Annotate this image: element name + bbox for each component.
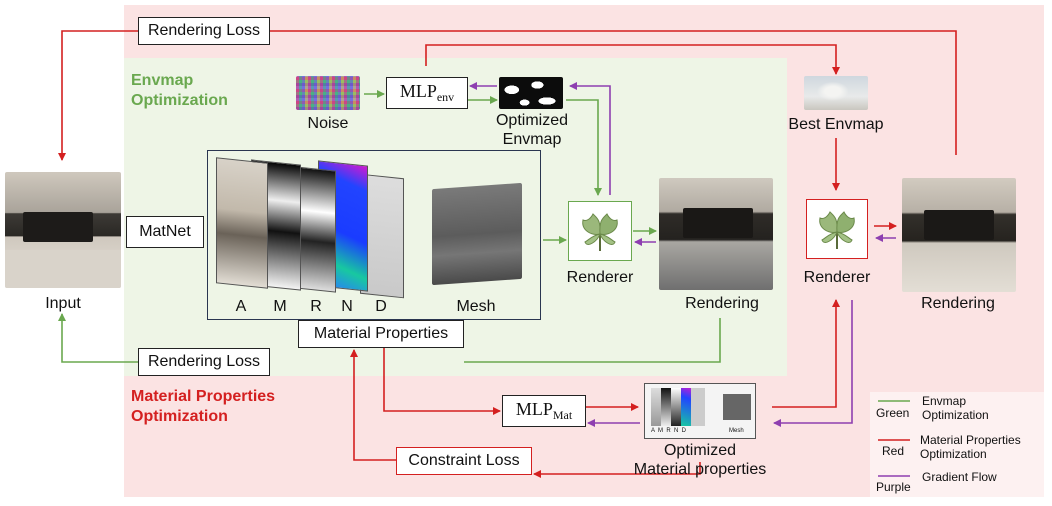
matnet-box: MatNet [126,216,204,248]
optimized-envmap-line-1: Optimized [495,112,569,129]
layer-r-label: R [310,298,322,315]
mlp-mat-sub: Mat [552,408,573,422]
rendering-loss-top-label: Rendering Loss [147,22,261,39]
mlp-env-label: MLPenv [400,81,454,105]
noise-image [296,76,360,110]
constraint-loss-box: Constraint Loss [396,447,532,475]
noise-label: Noise [307,115,349,132]
legend-panel [870,392,1044,497]
matprop-title-line-2: Optimization [131,408,228,425]
rendering-loss-top-box: Rendering Loss [138,17,270,45]
mesh-label: Mesh [456,298,496,315]
legend-green-key: Green [876,406,910,420]
mlp-mat-box: MLPMat [502,395,586,427]
layer-m-label: M [273,298,287,315]
arrow-rendering-to-bottom-loss [464,318,721,363]
legend-red-desc: Material Properties Optimization [920,433,1021,461]
legend-red-desc-1: Material Properties [920,433,1021,447]
optimized-material-line-2: Material properties [633,461,767,478]
arrow-renderer2-to-optmat-grad [773,300,853,427]
legend-green-desc-2: Optimization [922,408,989,422]
arrow-renderer-to-envmap-grad [569,82,611,195]
layer-a-label: A [235,298,247,315]
arrow-constraint-to-matprops [350,349,396,461]
legend-purple-desc-1: Gradient Flow [922,470,997,484]
mlp-env-base: MLP [399,81,437,101]
mlp-env-box: MLPenv [386,77,468,109]
rendering-2-label: Rendering [921,295,995,312]
arrow-optmat-to-renderer2 [772,299,840,408]
arrow-optmat-to-constraint [533,462,701,478]
envmap-title-line-2: Optimization [131,92,228,109]
rendering-loss-bottom-box: Rendering Loss [138,348,270,376]
legend-red-desc-2: Optimization [920,447,987,461]
arrow-envmap-to-renderer [566,99,602,196]
material-properties-box: Material Properties [298,320,464,348]
mlp-mat-base: MLP [515,399,553,419]
thumb-letters: A M R N D [651,428,687,434]
mesh-image [432,182,522,286]
input-label: Input [45,295,81,312]
thumb-mesh: Mesh [729,428,744,434]
layer-albedo [216,157,268,289]
layer-d-label: D [375,298,387,315]
optimized-envmap-image [499,77,563,109]
arrow-top-loss-to-input [58,30,138,161]
arrow-to-best-envmap [425,44,840,75]
legend-purple-key: Purple [876,480,911,494]
optimized-material-label: Optimized Material properties [620,441,780,479]
renderer-1-box [568,201,632,261]
matprop-title-line-1: Material Properties [131,388,276,405]
optimized-material-line-1: Optimized [663,442,737,459]
best-envmap-label: Best Envmap [788,116,884,133]
renderer-2-box [806,199,868,259]
arrow-rendering-to-top-loss [270,30,957,155]
leaf-icon [582,213,618,251]
mlp-mat-label: MLPMat [516,399,572,423]
rendering-2-image [902,178,1016,292]
legend-green-desc-1: Envmap [922,394,967,408]
optimized-envmap-label: Optimized Envmap [482,111,582,149]
mlp-env-sub: env [436,90,455,104]
legend-green-desc: Envmap Optimization [922,394,989,422]
legend-purple-desc: Gradient Flow [922,470,997,484]
layer-n-label: N [341,298,353,315]
renderer-2-label: Renderer [803,269,871,286]
optimized-envmap-line-2: Envmap [502,131,562,148]
rendering-loss-bottom-label: Rendering Loss [147,353,261,370]
constraint-loss-label: Constraint Loss [408,452,520,469]
material-optimization-title: Material Properties Optimization [131,387,275,427]
leaf-icon-2 [819,211,855,249]
envmap-title-line-1: Envmap [131,72,194,89]
material-properties-label: Material Properties [313,325,449,342]
best-envmap-image [804,76,868,110]
optimized-material-thumbnail: A M R N D Mesh [644,383,756,439]
rendering-1-image [659,178,773,290]
arrow-matprops-to-mlp [383,348,501,415]
legend-red-key: Red [882,444,905,458]
matnet-label: MatNet [139,223,191,240]
rendering-1-label: Rendering [685,295,759,312]
arrow-bottom-loss-to-input [58,313,138,363]
renderer-1-label: Renderer [566,269,634,286]
envmap-optimization-title: Envmap Optimization [131,71,228,111]
input-image [5,172,121,288]
